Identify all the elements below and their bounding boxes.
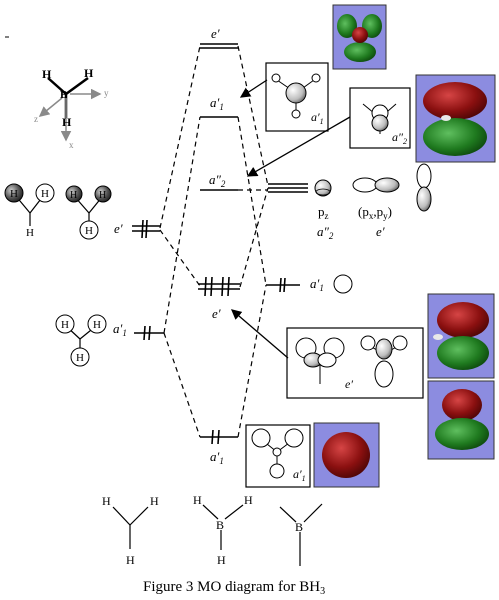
svg-text:B: B <box>60 89 68 101</box>
mo-labels: e′ a′1 a″2 e′ a′1 e′ a′1 a′1 <box>113 26 324 466</box>
svg-text:H: H <box>193 493 202 507</box>
h3-salc-e-1: H H H <box>4 183 55 239</box>
svg-text:a″2: a″2 <box>317 224 334 241</box>
label-e-prime-top: e′ <box>211 26 220 41</box>
svg-text:H: H <box>126 553 135 567</box>
box-a1-upper: a′1 <box>265 62 329 132</box>
bottom-h3: H H H <box>102 494 159 567</box>
orbital-panel-top <box>332 4 387 70</box>
svg-text:H: H <box>84 66 94 80</box>
orbital-panel-e <box>427 293 495 379</box>
boron-orbitals <box>314 163 432 294</box>
label-right-a1: a′1 <box>310 276 324 293</box>
svg-text:H: H <box>61 319 69 331</box>
svg-text:H: H <box>42 67 52 81</box>
arrows <box>231 79 351 359</box>
orbital-panel-e-2 <box>427 380 495 460</box>
svg-text:(px,py): (px,py) <box>358 204 392 221</box>
electrons <box>141 219 286 445</box>
svg-text:H: H <box>76 352 84 364</box>
correlation-lines <box>159 45 269 438</box>
svg-text:H: H <box>99 190 106 201</box>
svg-text:H: H <box>10 188 18 200</box>
svg-text:a′1: a′1 <box>311 110 324 126</box>
svg-text:pz: pz <box>318 204 329 221</box>
bottom-bh3: H H B H <box>193 493 253 567</box>
svg-text:H: H <box>70 190 77 201</box>
svg-text:B: B <box>216 518 224 532</box>
boron-orbital-labels: pz a″2 (px,py) e′ <box>317 204 392 241</box>
label-left-e-prime: e′ <box>114 221 123 236</box>
svg-text:H: H <box>26 227 34 239</box>
svg-text:z: z <box>34 114 38 124</box>
box-a2-dprime: a″2 <box>349 87 411 149</box>
svg-text:a″2: a″2 <box>392 130 407 146</box>
figure-caption: Figure 3 MO diagram for BH3 <box>143 579 325 597</box>
label-a2-dprime: a″2 <box>209 172 226 189</box>
orbital-panel-a1-bottom <box>313 422 380 488</box>
svg-text:y: y <box>104 88 109 98</box>
svg-text:H: H <box>85 225 93 237</box>
axis-figure: B H H H y x z <box>34 66 109 150</box>
label-a1-upper: a′1 <box>210 95 224 112</box>
svg-text:H: H <box>217 553 226 567</box>
svg-text:H: H <box>62 115 72 129</box>
box-e-prime: e′ <box>286 327 424 399</box>
label-a1-bottom: a′1 <box>210 449 224 466</box>
label-left-a1: a′1 <box>113 321 127 338</box>
svg-text:a′1: a′1 <box>293 467 306 483</box>
box-a1-bottom: a′1 <box>245 424 311 488</box>
svg-text:H: H <box>150 494 159 508</box>
svg-text:H: H <box>102 494 111 508</box>
h3-salc-e-2: H H H <box>65 185 112 240</box>
svg-text:B: B <box>295 520 303 534</box>
svg-text:H: H <box>244 493 253 507</box>
bottom-b-skeleton: B <box>279 503 323 566</box>
h3-salc-a1: H H H <box>55 314 107 367</box>
label-e-prime-middle: e′ <box>212 306 221 321</box>
svg-text:x: x <box>69 140 74 150</box>
svg-text:e′: e′ <box>345 377 353 391</box>
svg-text:e′: e′ <box>376 224 385 239</box>
svg-text:H: H <box>41 188 49 200</box>
svg-text:H: H <box>93 319 101 331</box>
orbital-panel-a2 <box>415 74 496 163</box>
